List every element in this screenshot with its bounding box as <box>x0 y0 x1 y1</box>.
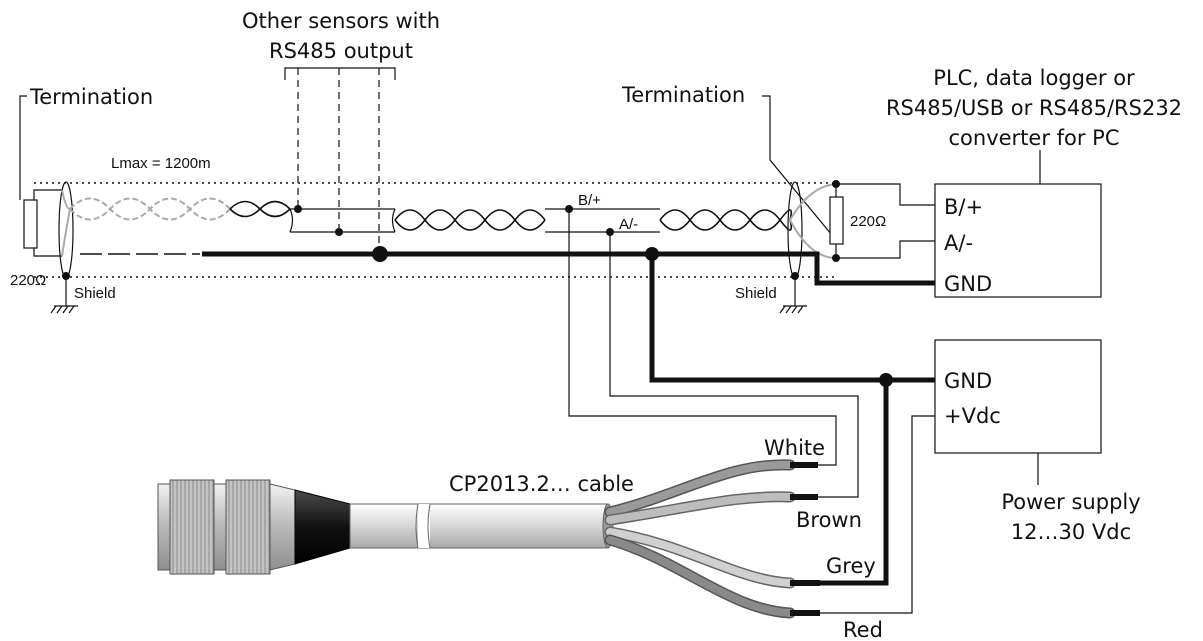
termination-resistor-left <box>23 199 38 249</box>
plc-title-line3: converter for PC <box>948 126 1119 150</box>
termination-right-label: Termination <box>621 83 745 107</box>
tap-b-sensor1 <box>294 205 302 213</box>
cable-jacket <box>349 503 614 549</box>
gnd-bus <box>202 251 936 286</box>
wire-red <box>604 534 820 619</box>
shield-right-node <box>791 272 799 280</box>
termination-left-label: Termination <box>29 85 153 109</box>
bus-a-label: A/- <box>619 216 638 233</box>
wire-brown-label: Brown <box>796 508 862 532</box>
gnd-to-grey-wire <box>820 380 889 586</box>
plc-terminal-a: A/- <box>944 231 973 255</box>
brown-wire-lead <box>609 232 859 498</box>
ground-left-icon <box>50 305 78 314</box>
twisted-pair-left-lead-bottom <box>61 208 71 257</box>
twisted-pair-mid-2 <box>394 209 546 231</box>
wire-grey-label: Grey <box>826 554 876 578</box>
termination-right-leader <box>762 95 837 241</box>
resistor-right-value: 220Ω <box>850 213 886 230</box>
wire-brown <box>604 491 818 526</box>
twisted-pair-mid-1 <box>229 200 291 218</box>
wire-grey <box>604 526 820 589</box>
power-supply-box <box>934 339 1102 454</box>
bus-b-label: B/+ <box>578 192 601 209</box>
termination-resistor-right <box>829 196 844 245</box>
wire-white <box>604 459 818 518</box>
plc-a-wire <box>836 240 935 259</box>
bus-a-right-lead <box>789 219 837 259</box>
wire-red-label: Red <box>843 618 883 641</box>
twisted-pair-left-lead-top <box>61 189 71 210</box>
red-wire-lead <box>820 415 936 614</box>
plc-terminal-gnd: GND <box>944 272 992 296</box>
other-sensors-label-line1: Other sensors with <box>242 9 440 33</box>
ground-right-icon <box>779 305 807 314</box>
white-wire-lead <box>568 209 837 466</box>
psu-title-line1: Power supply <box>1001 490 1140 514</box>
plc-terminal-b: B/+ <box>944 195 983 219</box>
plc-box <box>934 183 1102 298</box>
twisted-pair-mid-3 <box>659 209 793 231</box>
resistor-left-value: 220Ω <box>10 272 46 289</box>
shield-right-label: Shield <box>735 285 777 302</box>
wire-white-label: White <box>764 436 825 460</box>
plc-title-line1: PLC, data logger or <box>933 66 1135 90</box>
plc-b-wire <box>836 183 935 206</box>
other-sensors-bracket <box>284 67 396 80</box>
plc-title-line2: RS485/USB or RS485/RS232 <box>886 96 1182 120</box>
m12-connector <box>157 479 351 575</box>
shield-left-node <box>62 272 70 280</box>
shield-left-label: Shield <box>74 285 116 302</box>
cable-name-label: CP2013.2… cable <box>449 472 634 496</box>
gnd-to-psu <box>649 254 936 383</box>
term-left-wire-top <box>33 189 62 200</box>
other-sensors-label-line2: RS485 output <box>269 39 413 63</box>
termination-left-leader <box>19 95 27 200</box>
lmax-label: Lmax = 1200m <box>111 155 211 172</box>
term-left-wire-bottom <box>33 248 62 257</box>
bus-b-right-lead <box>789 183 837 221</box>
twisted-pair-left-gray <box>69 197 231 221</box>
tap-a-sensor2 <box>335 228 343 236</box>
gnd-sensor-tap-node <box>372 246 388 262</box>
psu-terminal-gnd: GND <box>944 369 992 393</box>
psu-title-line2: 12…30 Vdc <box>1011 520 1131 544</box>
psu-terminal-vdc: +Vdc <box>944 404 1001 428</box>
